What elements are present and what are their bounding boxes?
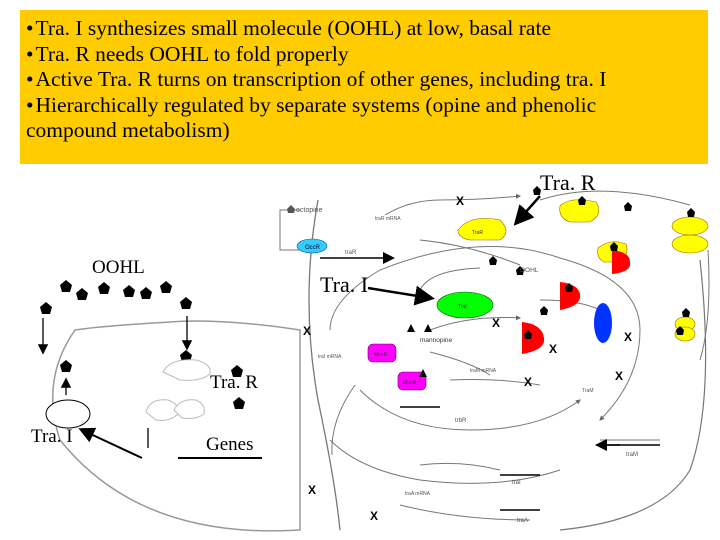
trai-green-protein <box>436 291 494 319</box>
trar-red-3 <box>522 322 545 354</box>
x-mark-1: X <box>456 194 464 208</box>
trar-red-2 <box>560 282 581 310</box>
trai-callout-arrow <box>367 285 435 306</box>
trai-callout-label: Tra. I <box>320 272 369 297</box>
trar-yellow-4 <box>671 234 709 254</box>
trai-label: Tra. I <box>31 426 73 447</box>
mocr-magenta-2 <box>397 371 427 391</box>
bullet-line-3: •Active Tra. R turns on transcription of… <box>26 67 607 91</box>
occr-protein <box>296 238 328 254</box>
label-tram-mrna: traM mRNA <box>470 368 497 374</box>
label-occr: OccR <box>305 245 321 251</box>
mocr-magenta-1 <box>367 343 397 363</box>
mannopine-triangle-3 <box>419 369 427 377</box>
trar-yellow-3 <box>671 216 709 236</box>
bullet-line-1: •Tra. I synthesizes small molecule (OOHL… <box>26 16 551 40</box>
simple-model <box>37 280 301 532</box>
oohl-label: OOHL <box>92 257 145 278</box>
oohl-pentagons <box>40 280 245 409</box>
label-tram-protein: TraM <box>582 388 593 394</box>
x-mark-9: X <box>370 509 378 523</box>
trar-yellow-1 <box>457 218 507 241</box>
bullet-text-3: Active Tra. R turns on transcription of … <box>35 67 607 91</box>
label-trar-protein: TraR <box>472 230 483 236</box>
bullet-text-1: Tra. I synthesizes small molecule (OOHL)… <box>35 16 551 40</box>
genes-label: Genes <box>206 434 254 455</box>
bullet-text-5: compound metabolism) <box>26 118 230 142</box>
octopine-marker <box>287 205 295 213</box>
tram-blue-protein <box>594 303 612 343</box>
x-mark-7: X <box>524 375 532 389</box>
label-trai-gene: traI <box>512 480 521 486</box>
label-mocr-1: MocR <box>374 352 387 358</box>
label-tram-gene: traM <box>626 452 638 458</box>
label-trai-mrna: traI mRNA <box>318 354 342 360</box>
mannopine-triangle-2 <box>424 324 432 332</box>
trar-monomer-shape <box>173 399 205 419</box>
summary-bullet-box: •Tra. I synthesizes small molecule (OOHL… <box>20 10 708 164</box>
gene-to-trai-arrow <box>78 427 143 459</box>
trar-red-1 <box>612 250 631 274</box>
cell-outline <box>51 320 301 532</box>
trar-callout-arrow <box>513 195 541 226</box>
label-trar-mrna: traR mRNA <box>375 216 401 222</box>
x-mark-2: X <box>303 324 311 338</box>
bullet-text-4: Hierarchically regulated by separate sys… <box>35 92 597 117</box>
trar-yellow-2 <box>559 199 600 223</box>
label-oohl-small: OOHL <box>520 267 539 274</box>
label-traa-gene: traA <box>517 518 528 524</box>
label-octopine: octopine <box>296 207 323 214</box>
label-trai-protein: TraI <box>458 304 467 310</box>
label-mocr-2: MocR <box>403 380 416 386</box>
x-mark-3: X <box>492 316 500 330</box>
label-trbr-gene: trbR <box>455 418 467 424</box>
x-mark-6: X <box>615 369 623 383</box>
x-mark-5: X <box>624 330 632 344</box>
x-mark-4: X <box>549 342 557 356</box>
trar-callout-label: Tra. R <box>540 170 596 195</box>
label-traa-mrna: traA mRNA <box>405 491 431 497</box>
pathway-oohl-pentagons <box>489 186 695 339</box>
label-mannopine: mannopine <box>420 337 453 344</box>
trai-protein-shape <box>45 399 91 429</box>
bullet-line-2: •Tra. R needs OOHL to fold properly <box>26 41 349 66</box>
bullet-line-5: compound metabolism) <box>26 118 700 144</box>
trar-protein-shape <box>162 359 211 381</box>
x-mark-8: X <box>308 483 316 497</box>
mannopine-triangle-1 <box>407 324 415 332</box>
bullet-line-4: •Hierarchically regulated by separate sy… <box>26 92 597 117</box>
pathway-diagram: octopine OccR traR traR mRNA OOHL TraI T… <box>279 186 710 531</box>
pathway-cell-outline <box>308 199 341 531</box>
bullet-text-2: Tra. R needs OOHL to fold properly <box>35 41 349 66</box>
label-trar-gene: traR <box>345 250 357 256</box>
trar-label: Tra. R <box>210 372 258 393</box>
